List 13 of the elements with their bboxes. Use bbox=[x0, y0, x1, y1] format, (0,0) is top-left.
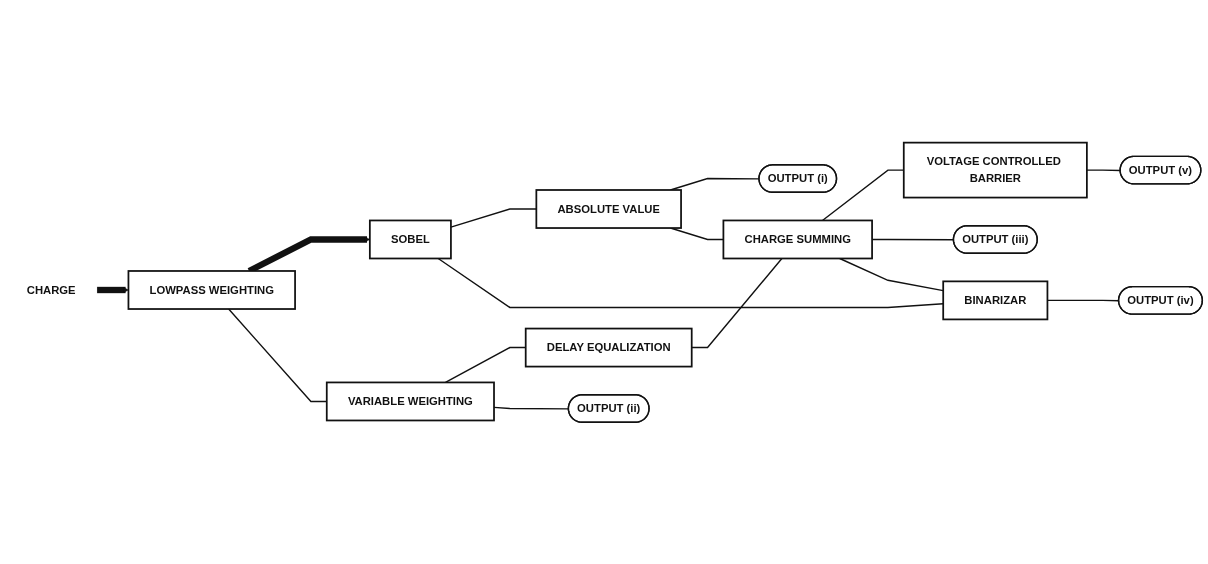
node-box: BINARIZAR bbox=[942, 280, 1049, 320]
node-box: VARIABLE WEIGHTING bbox=[325, 381, 495, 421]
node-box: LOWPASS WEIGHTING bbox=[127, 269, 296, 310]
node-box: SOBEL bbox=[368, 219, 452, 259]
node-box: VOLTAGE CONTROLLED BARRIER bbox=[902, 141, 1088, 198]
connector bbox=[691, 257, 783, 348]
node-box: ABSOLUTE VALUE bbox=[535, 188, 682, 229]
node-text: CHARGE bbox=[26, 283, 76, 296]
connector bbox=[437, 257, 944, 308]
arrow bbox=[96, 286, 129, 293]
node-box: CHARGE SUMMING bbox=[722, 219, 873, 259]
connector bbox=[839, 257, 944, 291]
node-box: DELAY EQUALIZATION bbox=[524, 327, 693, 368]
